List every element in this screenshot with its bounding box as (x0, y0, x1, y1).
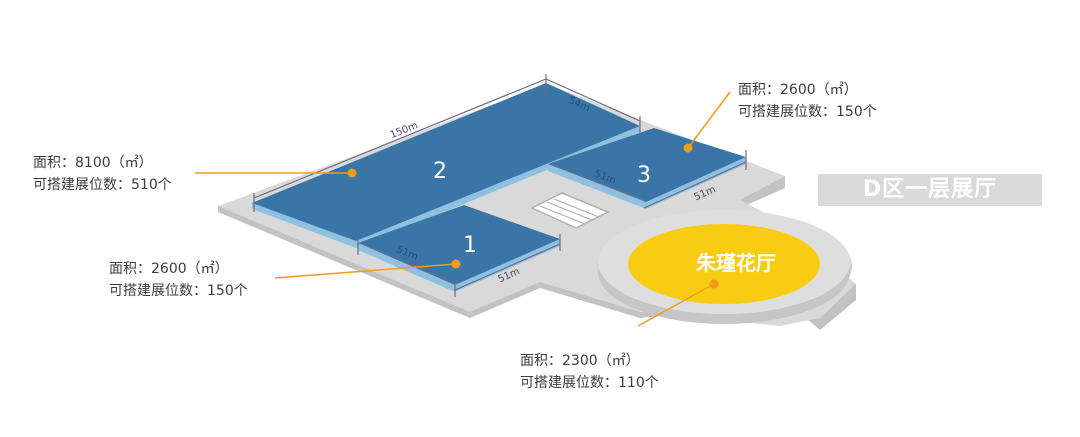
dimension-lines (253, 74, 747, 297)
flower-hall-info: 面积：2300（㎡） 可搭建展位数：110个 (520, 350, 659, 394)
hall-1-top (358, 205, 560, 285)
stairs-icon (530, 192, 610, 229)
hall-2-booths: 可搭建展位数：510个 (33, 177, 172, 193)
hall-2-top (252, 83, 640, 241)
hall-1-area: 面积：2600（㎡） (109, 261, 229, 277)
hall-3-info: 面积：2600（㎡） 可搭建展位数：150个 (738, 79, 877, 123)
hall-2-info: 面积：8100（㎡） 可搭建展位数：510个 (33, 152, 172, 196)
hall-3-area: 面积：2600（㎡） (738, 82, 858, 98)
hall-2-area: 面积：8100（㎡） (33, 155, 153, 171)
hall-1-side (358, 239, 560, 292)
leader-dots (347, 143, 719, 289)
hall-1-info: 面积：2600（㎡） 可搭建展位数：150个 (109, 258, 248, 302)
hall-3-booths: 可搭建展位数：150个 (738, 104, 877, 120)
hall-3-side (548, 157, 746, 209)
hall-2-number: 2 (433, 159, 447, 184)
flower-hall-booths: 可搭建展位数：110个 (520, 375, 659, 391)
hall-1-number: 1 (463, 233, 477, 258)
flower-hall-area: 面积：2300（㎡） (520, 353, 640, 369)
leader-lines (195, 91, 731, 327)
hall-title-badge: D区一层展厅 (818, 174, 1042, 206)
hall-3-number: 3 (637, 163, 651, 188)
hall-1-booths: 可搭建展位数：150个 (109, 283, 248, 299)
flower-hall-shape (628, 224, 820, 304)
flower-hall-name: 朱瑾花厅 (696, 251, 776, 275)
hall-3-top (548, 128, 746, 202)
